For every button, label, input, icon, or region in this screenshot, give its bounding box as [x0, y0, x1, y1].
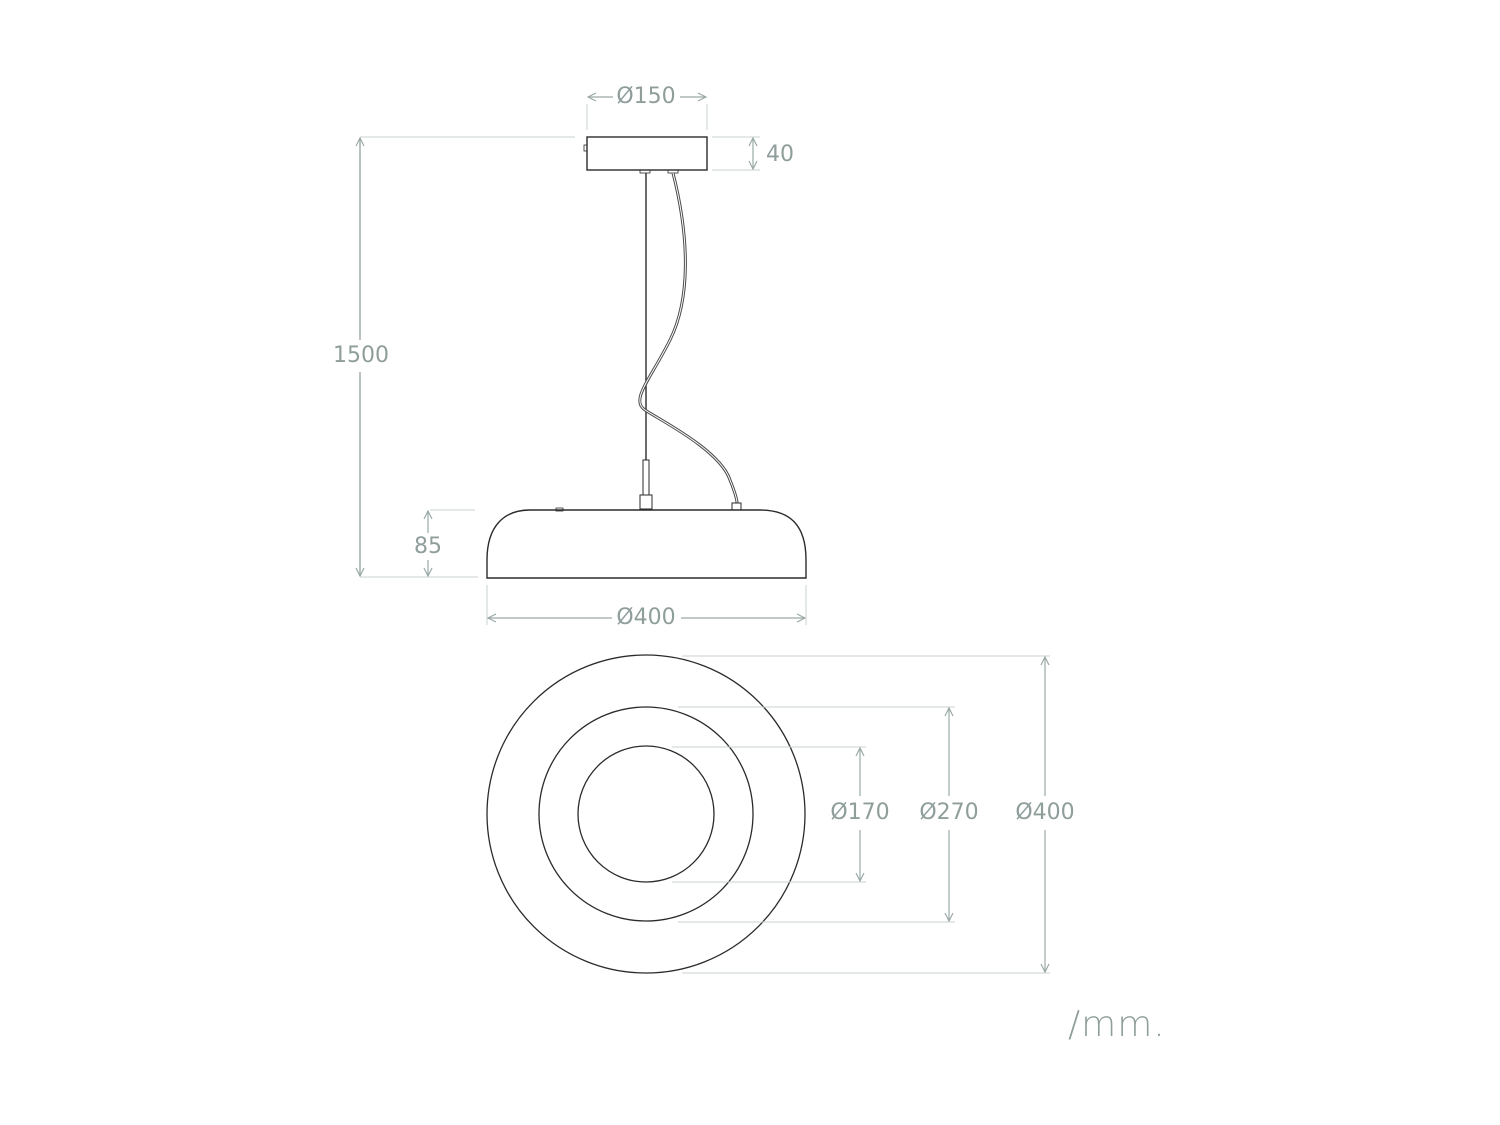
canopy-diameter-label: Ø150: [616, 84, 676, 109]
shade-height-label: 85: [414, 534, 442, 559]
unit-label: /mm.: [1068, 1004, 1166, 1045]
middle-diameter-label: Ø270: [919, 800, 979, 825]
side-view: [360, 97, 807, 625]
inner-ring: [577, 745, 715, 883]
canopy-height-label: 40: [766, 142, 794, 167]
outer-diameter-label: Ø400: [1015, 800, 1075, 825]
canopy-screw: [583, 144, 588, 152]
top-view: [486, 654, 1050, 974]
cable-gland: [731, 502, 742, 511]
lamp-shade: [486, 509, 807, 579]
inner-diameter-label: Ø170: [830, 800, 890, 825]
middle-ring: [538, 706, 754, 922]
shade-diameter-label: Ø400: [616, 605, 676, 630]
outer-ring: [486, 654, 806, 974]
wire-anchor: [639, 494, 653, 510]
wire-gripper: [642, 459, 650, 496]
ceiling-canopy: [586, 136, 708, 171]
total-height-label: 1500: [333, 343, 389, 368]
power-cable: [638, 172, 739, 504]
